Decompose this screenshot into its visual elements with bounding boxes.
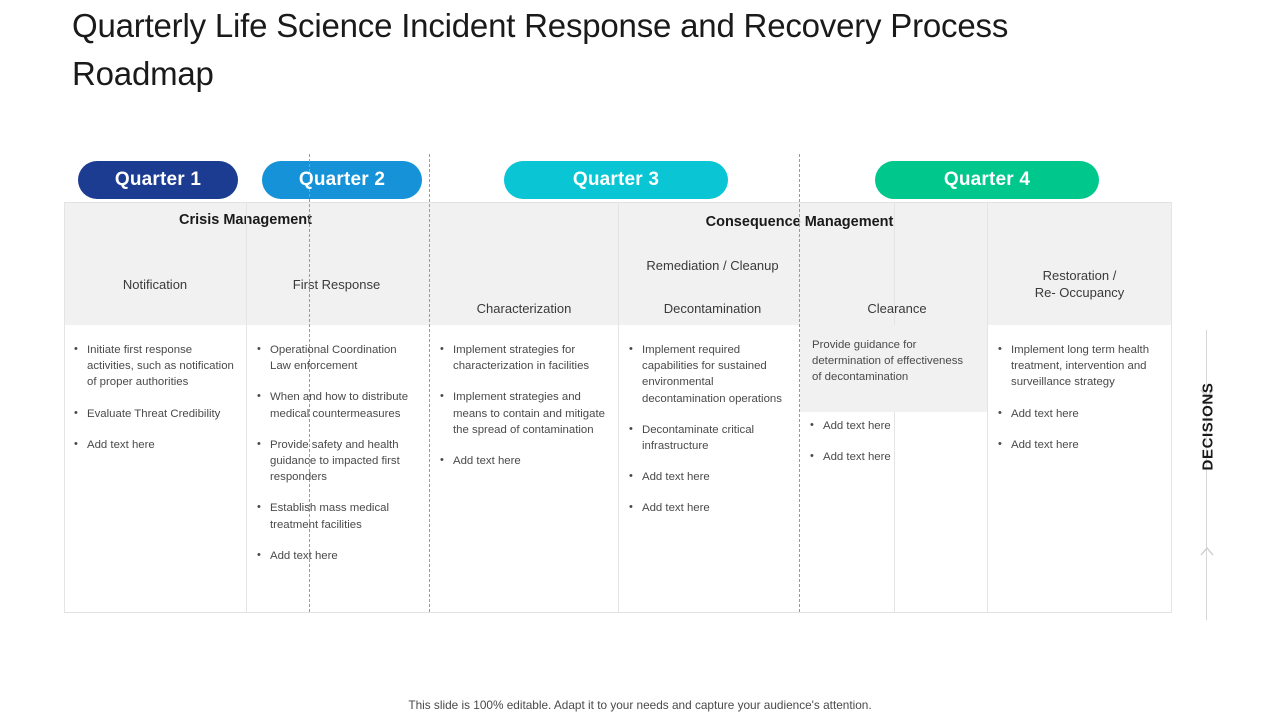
board-edge-left xyxy=(64,202,65,612)
list-item[interactable]: • Add text here xyxy=(810,418,977,434)
bullet-icon: • xyxy=(810,450,814,463)
phase-label-notification: Notification xyxy=(122,277,188,292)
bullet-icon: • xyxy=(629,501,633,514)
bullet-icon: • xyxy=(257,437,261,450)
list-item-text: Implement strategies for characterizatio… xyxy=(453,344,590,373)
list-item[interactable]: • When and how to distribute medical cou… xyxy=(257,389,417,421)
list-item-text: Add text here xyxy=(642,471,710,484)
list-item-text: When and how to distribute medical count… xyxy=(270,391,409,420)
roadmap-board: Crisis Management Consequence Management… xyxy=(64,154,1172,613)
arrow-down-icon xyxy=(1199,388,1215,404)
list-item-text: Operational Coordination Law enforcement xyxy=(270,344,397,373)
bullet-icon: • xyxy=(257,501,261,514)
bullet-icon: • xyxy=(257,390,261,403)
quarter-pill-4[interactable]: Quarter 4 xyxy=(875,161,1099,199)
column-divider-1 xyxy=(246,202,247,612)
list-item[interactable]: • Add text here xyxy=(998,437,1162,453)
quarter-divider-q2-q3 xyxy=(429,154,430,612)
bullet-icon: • xyxy=(440,453,444,466)
bullet-icon: • xyxy=(257,548,261,561)
phase-label-decontamination: Decontamination xyxy=(663,301,762,316)
arrow-up-icon xyxy=(1199,546,1215,562)
decisions-axis: DECISIONS xyxy=(1186,330,1228,620)
column-divider-6 xyxy=(987,202,988,612)
phase-label-first-response: First Response xyxy=(292,277,381,292)
list-item[interactable]: • Add text here xyxy=(629,500,789,516)
list-item-text: Add text here xyxy=(823,420,891,432)
list-item-text: Initiate first response activities, such… xyxy=(87,344,234,389)
quarter-pill-2[interactable]: Quarter 2 xyxy=(262,161,422,199)
list-item-text: Add text here xyxy=(453,454,521,467)
column-characterization: • Implement strategies for characterizat… xyxy=(430,325,618,612)
list-item-text: Decontaminate critical infrastructure xyxy=(642,423,755,452)
column-restoration-reoccupancy: • Implement long term health treatment, … xyxy=(988,325,1172,612)
board-edge-right xyxy=(1171,202,1172,612)
column-notification: • Initiate first response activities, su… xyxy=(64,325,246,612)
bullet-icon: • xyxy=(440,390,444,403)
list-item[interactable]: • Implement strategies for characterizat… xyxy=(440,342,608,374)
list-item-text: Implement long term health treatment, in… xyxy=(1011,344,1150,389)
column-clearance-wrapper: Provide guidance for determination of ef… xyxy=(800,202,987,612)
quarter-divider-q3-q4 xyxy=(799,154,800,612)
phase-label-restoration-reoccupancy: Restoration / Re- Occupancy xyxy=(1034,268,1125,300)
list-item-text: Add text here xyxy=(87,438,155,451)
bullet-icon: • xyxy=(74,406,78,419)
column-decontamination: • Implement required capabilities for su… xyxy=(619,325,799,612)
column-divider-3 xyxy=(618,202,619,612)
bullet-icon: • xyxy=(998,437,1002,450)
bullet-icon: • xyxy=(629,422,633,435)
list-item[interactable]: • Add text here xyxy=(257,548,417,564)
phase-label-clearance: Clearance xyxy=(867,301,927,316)
list-item[interactable]: • Operational Coordination Law enforceme… xyxy=(257,342,417,374)
quarter-pill-1[interactable]: Quarter 1 xyxy=(78,161,238,199)
bullet-icon: • xyxy=(629,343,633,355)
phase-label-characterization: Characterization xyxy=(476,301,572,316)
list-item-text: Provide safety and health guidance to im… xyxy=(270,438,400,484)
column-clearance: • Add text here • Add text here xyxy=(800,412,987,612)
clearance-callout-text: Provide guidance for determination of ef… xyxy=(812,339,964,384)
decisions-label: DECISIONS xyxy=(1199,382,1217,471)
list-item-text: Implement required capabilities for sust… xyxy=(642,344,782,405)
list-item-text: Implement strategies and means to contai… xyxy=(453,391,605,436)
footer-note: This slide is 100% editable. Adapt it to… xyxy=(408,698,872,712)
list-item-text: Add text here xyxy=(1011,438,1079,451)
list-item-text: Evaluate Threat Credibility xyxy=(87,407,221,420)
list-item[interactable]: • Add text here xyxy=(629,469,789,485)
list-item-text: Add text here xyxy=(823,451,891,464)
quarter-divider-q1-q2 xyxy=(309,154,310,612)
bullet-icon: • xyxy=(74,437,78,450)
list-item[interactable]: • Implement strategies and means to cont… xyxy=(440,389,608,438)
list-item-text: Add text here xyxy=(270,549,338,562)
list-item[interactable]: • Add text here xyxy=(998,406,1162,422)
column-first-response: • Operational Coordination Law enforceme… xyxy=(247,325,427,612)
list-item[interactable]: • Add text here xyxy=(440,453,608,469)
list-item[interactable]: • Establish mass medical treatment facil… xyxy=(257,500,417,532)
bullet-icon: • xyxy=(74,343,78,355)
group-title-crisis-management: Crisis Management xyxy=(179,212,312,228)
bullet-icon: • xyxy=(440,343,444,355)
list-item[interactable]: • Add text here xyxy=(74,437,236,453)
quarter-pill-3[interactable]: Quarter 3 xyxy=(504,161,728,199)
list-item[interactable]: • Implement required capabilities for su… xyxy=(629,342,789,407)
list-item-text: Establish mass medical treatment facilit… xyxy=(270,502,390,531)
list-item-text: Add text here xyxy=(642,502,710,515)
page-title: Quarterly Life Science Incident Response… xyxy=(72,7,1009,92)
list-item-text: Add text here xyxy=(1011,407,1079,420)
list-item[interactable]: • Initiate first response activities, su… xyxy=(74,342,236,391)
list-item[interactable]: • Add text here xyxy=(810,449,977,465)
list-item[interactable]: • Evaluate Threat Credibility xyxy=(74,406,236,422)
bullet-icon: • xyxy=(629,470,633,483)
clearance-callout: Provide guidance for determination of ef… xyxy=(800,325,987,412)
list-item[interactable]: • Implement long term health treatment, … xyxy=(998,342,1162,391)
list-item[interactable]: • Decontaminate critical infrastructure xyxy=(629,422,789,454)
quarter-pills-row: Quarter 1 Quarter 2 Quarter 3 Quarter 4 xyxy=(64,161,1172,201)
decisions-axis-line xyxy=(1206,330,1207,620)
phase-label-remediation-cleanup: Remediation / Cleanup xyxy=(646,258,779,273)
bullet-icon: • xyxy=(810,419,814,431)
bullet-icon: • xyxy=(998,343,1002,355)
bullet-icon: • xyxy=(998,406,1002,419)
bullet-icon: • xyxy=(257,343,261,355)
list-item[interactable]: • Provide safety and health guidance to … xyxy=(257,437,417,486)
